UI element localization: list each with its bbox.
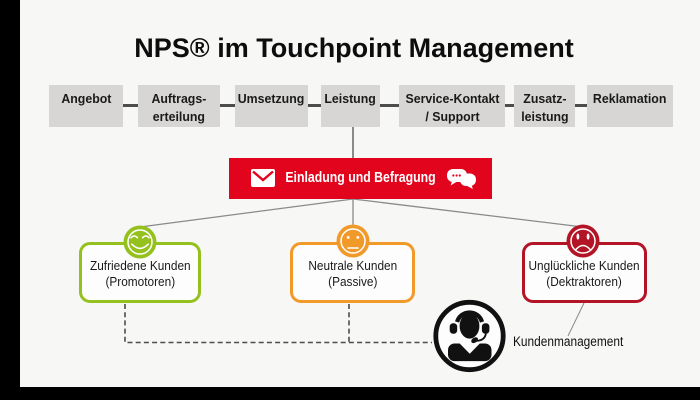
segment-passives: Neutrale Kunden (Passive) bbox=[290, 242, 415, 303]
flow-step-label: Umsetzung bbox=[238, 91, 305, 106]
flow-step-label: Leistung bbox=[324, 91, 377, 106]
chat-bubbles-icon bbox=[447, 169, 476, 189]
flow-step-angebot: Angebot bbox=[49, 85, 123, 127]
happy-face-icon bbox=[123, 225, 157, 259]
flow-connector bbox=[505, 104, 514, 107]
flow-connector bbox=[308, 104, 321, 107]
flow-step-label: Angebot bbox=[60, 91, 112, 106]
flow-step-label: Zusatz- leistung bbox=[520, 91, 569, 124]
segment-promoters-label: Zufriedene Kunden (Promotoren) bbox=[89, 258, 191, 289]
segment-promoters: Zufriedene Kunden (Promotoren) bbox=[79, 242, 201, 303]
invitation-label: Einladung und Befragung bbox=[285, 169, 436, 186]
page-title: NPS® im Touchpoint Management bbox=[134, 33, 574, 63]
flow-step-leistung: Leistung bbox=[321, 85, 380, 127]
segment-detractors-label: Unglückliche Kunden (Dektraktoren) bbox=[528, 258, 641, 289]
flow-step-label: Service-Kontakt / Support bbox=[404, 91, 500, 124]
flow-step-label: Reklamation bbox=[593, 91, 667, 106]
flow-connector bbox=[380, 104, 399, 107]
envelope-icon bbox=[251, 169, 275, 187]
flow-connector bbox=[575, 104, 587, 107]
flow-step-umsetzung: Umsetzung bbox=[235, 85, 308, 127]
neutral-face-icon bbox=[336, 224, 370, 258]
flow-step-service-kontakt: Service-Kontakt / Support bbox=[399, 85, 505, 127]
flow-step-label: Auftrags- erteilung bbox=[151, 91, 207, 124]
flow-step-reklamation: Reklamation bbox=[587, 85, 673, 127]
flow-connector bbox=[220, 104, 235, 107]
segment-passives-label: Neutrale Kunden (Passive) bbox=[308, 258, 397, 289]
invitation-banner: Einladung und Befragung bbox=[229, 158, 492, 199]
flow-step-auftragserteilung: Auftrags- erteilung bbox=[138, 85, 220, 127]
left-letterbox-bar bbox=[0, 0, 20, 400]
support-agent-icon bbox=[433, 299, 506, 373]
flow-step-zusatzleistung: Zusatz- leistung bbox=[514, 85, 575, 127]
flow-connector bbox=[123, 104, 138, 107]
kundenmanagement-label: Kundenmanagement bbox=[513, 334, 624, 349]
sad-face-icon bbox=[566, 224, 600, 258]
bottom-letterbox-bar bbox=[0, 387, 700, 400]
